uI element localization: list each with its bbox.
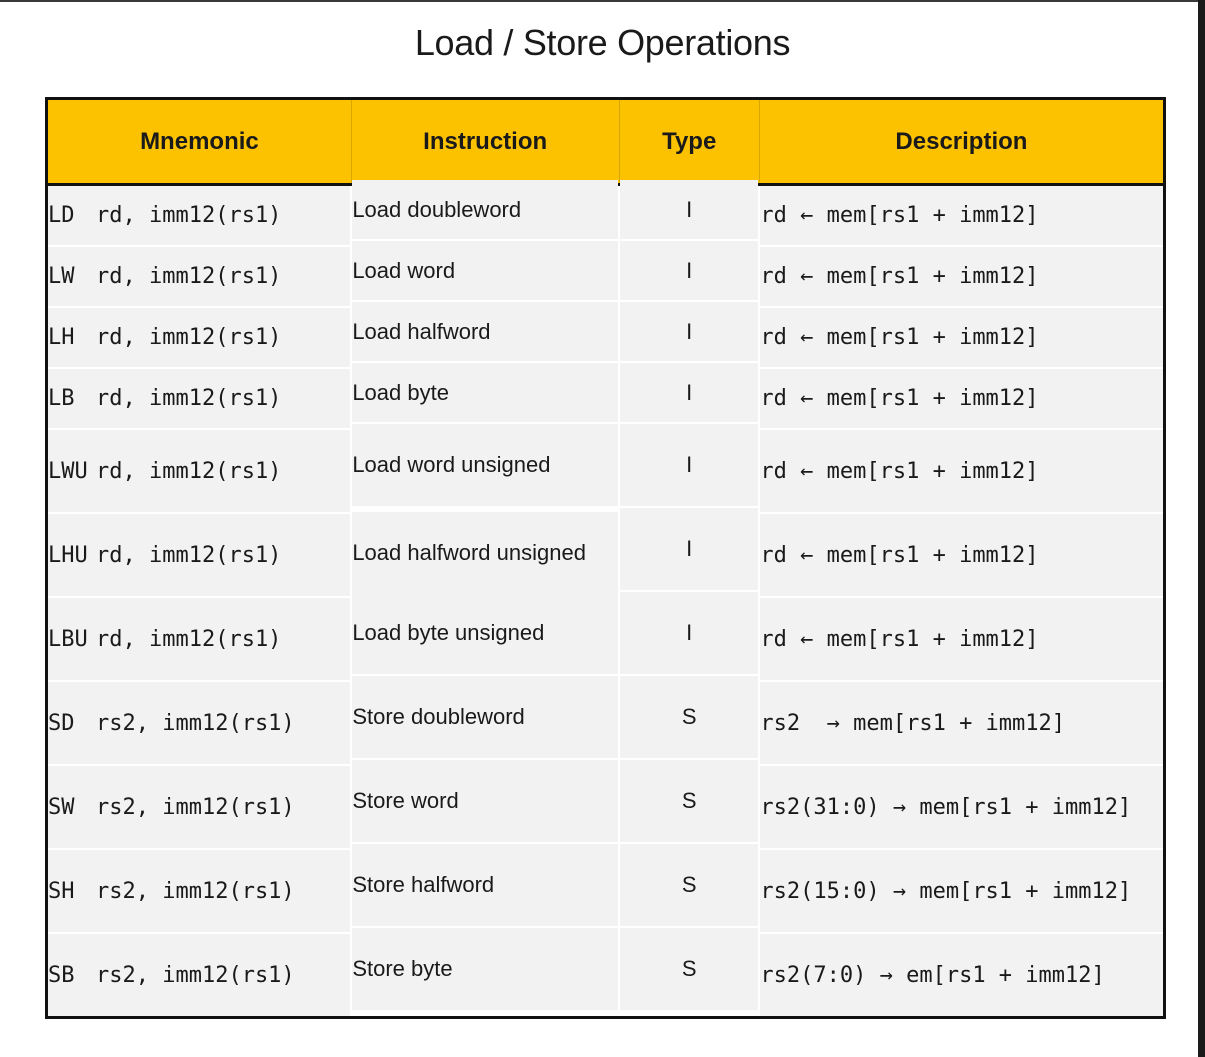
mnemonic-op: SD	[48, 710, 75, 736]
mnemonic-args: rs2, imm12(rs1)	[96, 878, 295, 904]
mnemonic-op: LB	[48, 386, 75, 411]
table-row: LW rd, imm12(rs1) Load word I rd ← mem[rs…	[46, 239, 1165, 307]
mnemonic-cell: LWU rd, imm12(rs1)	[46, 428, 352, 513]
mnemonic-cell: LB rd, imm12(rs1)	[46, 367, 352, 429]
type-cell: I	[618, 177, 760, 240]
type-cell: S	[618, 758, 760, 843]
mnemonic-cell: SH rs2, imm12(rs1)	[46, 848, 352, 933]
mnemonic-args: rd, imm12(rs1)	[96, 458, 282, 484]
mnemonic-args: rs2, imm12(rs1)	[96, 710, 295, 736]
mnemonic-op: LW	[48, 264, 75, 289]
type-cell: I	[618, 506, 760, 591]
window-right-edge	[1198, 0, 1205, 1057]
mnemonic-op: LD	[48, 203, 75, 228]
header-description: Description	[758, 98, 1165, 186]
mnemonic-op: LWU	[48, 458, 88, 484]
table-row: SW rs2, imm12(rs1) Store word S rs2(31:0)…	[46, 758, 1165, 849]
mnemonic-args: rs2, imm12(rs1)	[96, 962, 295, 988]
page-title: Load / Store Operations	[414, 22, 791, 63]
instruction-cell: Load word	[350, 239, 620, 301]
header-instruction: Instruction	[350, 98, 620, 186]
type-cell: I	[618, 300, 760, 362]
table-row: LHU rd, imm12(rs1) Load halfword unsigned…	[46, 506, 1165, 597]
table-row: LH rd, imm12(rs1) Load halfword I rd ← me…	[46, 300, 1165, 368]
load-store-table: Mnemonic Instruction Type Description LD…	[45, 97, 1166, 1019]
description-cell: rd ← mem[rs1 + imm12]	[758, 512, 1165, 597]
type-cell: I	[618, 361, 760, 423]
mnemonic-op: SW	[48, 794, 75, 820]
mnemonic-op: SH	[48, 878, 75, 904]
description-cell: rs2 → mem[rs1 + imm12]	[758, 680, 1165, 765]
instruction-cell: Load byte unsigned	[350, 590, 620, 675]
type-cell: S	[618, 842, 760, 927]
description-cell: rd ← mem[rs1 + imm12]	[758, 596, 1165, 681]
description-cell: rd ← mem[rs1 + imm12]	[758, 367, 1165, 429]
table-header-row: Mnemonic Instruction Type Description	[46, 98, 1165, 186]
mnemonic-op: SB	[48, 962, 75, 988]
instruction-cell: Load word unsigned	[350, 422, 620, 507]
type-cell: I	[618, 422, 760, 507]
mnemonic-cell: LD rd, imm12(rs1)	[46, 183, 352, 246]
description-cell: rd ← mem[rs1 + imm12]	[758, 245, 1165, 307]
description-cell: rd ← mem[rs1 + imm12]	[758, 428, 1165, 513]
table-row: LB rd, imm12(rs1) Load byte I rd ← mem[rs…	[46, 361, 1165, 429]
description-cell: rs2(15:0) → mem[rs1 + imm12]	[758, 848, 1165, 933]
mnemonic-cell: SW rs2, imm12(rs1)	[46, 764, 352, 849]
instruction-cell: Load byte	[350, 361, 620, 423]
mnemonic-cell: LBU rd, imm12(rs1)	[46, 596, 352, 681]
instruction-cell: Load halfword	[350, 300, 620, 362]
mnemonic-args: rd, imm12(rs1)	[96, 325, 282, 350]
header-type: Type	[618, 98, 760, 186]
table-row: SD rs2, imm12(rs1) Store doubleword S rs2…	[46, 674, 1165, 765]
type-cell: S	[618, 926, 760, 1012]
instruction-cell: Load halfword unsigned	[350, 510, 620, 595]
mnemonic-args: rd, imm12(rs1)	[96, 626, 282, 652]
mnemonic-cell: LW rd, imm12(rs1)	[46, 245, 352, 307]
header-mnemonic: Mnemonic	[46, 98, 352, 186]
instruction-cell: Store doubleword	[350, 674, 620, 759]
table-row: SB rs2, imm12(rs1) Store byte S rs2(7:0) …	[46, 926, 1165, 1018]
mnemonic-args: rd, imm12(rs1)	[96, 386, 282, 411]
instruction-cell: Load doubleword	[350, 177, 620, 240]
description-cell: rd ← mem[rs1 + imm12]	[758, 183, 1165, 246]
instruction-cell: Store byte	[350, 926, 620, 1012]
type-cell: I	[618, 239, 760, 301]
description-cell: rs2(31:0) → mem[rs1 + imm12]	[758, 764, 1165, 849]
mnemonic-args: rd, imm12(rs1)	[96, 264, 282, 289]
mnemonic-op: LBU	[48, 626, 88, 652]
mnemonic-args: rd, imm12(rs1)	[96, 203, 282, 228]
table-row: LBU rd, imm12(rs1) Load byte unsigned I r…	[46, 590, 1165, 681]
instruction-cell: Store halfword	[350, 842, 620, 927]
table-row: LWU rd, imm12(rs1) Load word unsigned I r…	[46, 422, 1165, 513]
table-row: LD rd, imm12(rs1) Load doubleword I rd ← …	[46, 177, 1165, 246]
description-cell: rs2(7:0) → em[rs1 + imm12]	[758, 932, 1165, 1018]
mnemonic-args: rd, imm12(rs1)	[96, 542, 282, 568]
window-top-edge	[0, 0, 1205, 2]
description-cell: rd ← mem[rs1 + imm12]	[758, 306, 1165, 368]
instruction-cell: Store word	[350, 758, 620, 843]
type-cell: S	[618, 674, 760, 759]
mnemonic-cell: LHU rd, imm12(rs1)	[46, 512, 352, 597]
mnemonic-cell: SB rs2, imm12(rs1)	[46, 932, 352, 1018]
type-cell: I	[618, 590, 760, 675]
mnemonic-cell: LH rd, imm12(rs1)	[46, 306, 352, 368]
mnemonic-op: LH	[48, 325, 75, 350]
mnemonic-op: LHU	[48, 542, 88, 568]
mnemonic-cell: SD rs2, imm12(rs1)	[46, 680, 352, 765]
mnemonic-args: rs2, imm12(rs1)	[96, 794, 295, 820]
table-row: SH rs2, imm12(rs1) Store halfword S rs2(1…	[46, 842, 1165, 933]
